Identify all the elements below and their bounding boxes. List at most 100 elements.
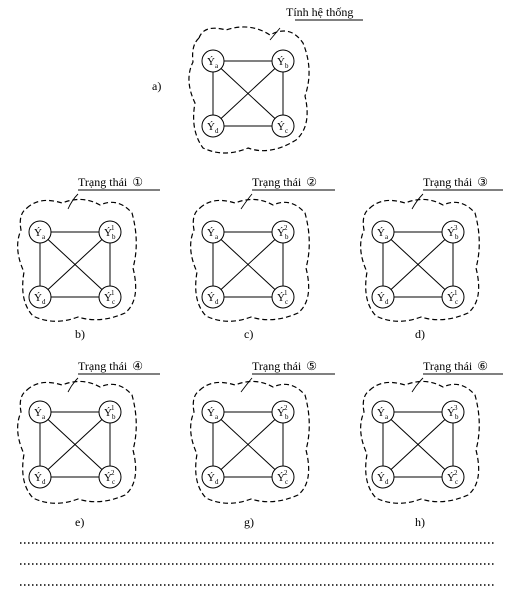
node-base: Ý [377,227,385,239]
node-subscript: a [385,233,389,241]
panel-title-text: Trạng thái [78,175,128,189]
node-label: Ýc [104,472,115,486]
node-label: Ýd [34,292,46,306]
node-circle [371,220,395,244]
node-subscript: b [455,233,459,241]
node-base: Ý [34,472,42,484]
node-circle [441,220,465,244]
node-c: Ýc1 [441,285,465,309]
node-a: Ýa [201,49,225,73]
node-circle [28,285,52,309]
edge [220,419,276,470]
node-label: Ýa [34,407,46,421]
dashed-boundary [17,198,137,322]
node-d: Ýd [28,285,52,309]
node-circle [98,400,122,424]
node-circle [371,285,395,309]
node-subscript: c [112,478,115,486]
node-label: Ýa [207,227,219,241]
dashed-boundary [360,380,480,504]
node-circle [271,114,295,138]
node-circle [201,49,225,73]
node-circle [441,285,465,309]
node-base: Ý [447,292,455,304]
dashed-boundary [190,380,310,504]
node-superscript: 1 [284,289,288,297]
leader-line [240,377,253,393]
node-circle [271,49,295,73]
panel-caption: b) [75,327,85,341]
node-superscript: 2 [454,469,458,477]
node-label: Ýa [34,227,46,241]
state-number: ② [306,175,317,189]
node-circle [98,285,122,309]
node-circle [201,285,225,309]
panel-caption: e) [75,515,84,529]
node-circle [98,220,122,244]
node-subscript: b [285,62,289,70]
node-a: Ýa [201,220,225,244]
node-base: Ý [207,472,215,484]
node-superscript: 1 [111,289,115,297]
node-circle [98,465,122,489]
node-d: Ýd [371,465,395,489]
leader-line [240,193,253,210]
node-subscript: c [112,298,115,306]
node-base: Ý [447,472,455,484]
node-label: Ýd [377,292,389,306]
node-circle [441,465,465,489]
node-circle [201,220,225,244]
node-base: Ý [447,407,455,419]
panel-caption: a) [152,79,161,93]
edge [47,419,103,470]
node-d: Ýd [201,465,225,489]
node-circle [371,400,395,424]
node-label: Ýa [377,407,389,421]
node-a: Ýa [28,220,52,244]
node-base: Ý [207,56,215,68]
node-b: Ýb3 [441,400,465,424]
node-superscript: 2 [111,469,115,477]
node-label: Ýd [207,121,219,135]
panel-title-text: Trạng thái [78,359,128,373]
edge [220,239,276,290]
node-subscript: a [42,233,46,241]
node-subscript: c [455,478,458,486]
node-circle [28,465,52,489]
node-label: Ýd [207,292,219,306]
node-d: Ýd [28,465,52,489]
node-subscript: d [215,478,219,486]
edge [390,239,446,290]
node-superscript: 1 [111,224,115,232]
node-base: Ý [277,472,285,484]
node-b: Ýb3 [441,220,465,244]
dashed-boundary [17,380,137,504]
node-label: Ýa [207,407,219,421]
leader-line [67,377,79,393]
node-superscript: 2 [284,404,288,412]
node-subscript: c [285,298,288,306]
node-label: Ýc [277,292,288,306]
node-a: Ýa [371,400,395,424]
node-base: Ý [207,292,215,304]
leader-line [411,377,424,393]
node-subscript: d [385,298,389,306]
node-circle [271,285,295,309]
node-subscript: b [455,413,459,421]
node-circle [28,400,52,424]
node-superscript: 1 [454,289,458,297]
node-d: Ýd [371,285,395,309]
node-base: Ý [34,227,42,239]
node-base: Ý [377,407,385,419]
state-number: ④ [132,359,143,373]
